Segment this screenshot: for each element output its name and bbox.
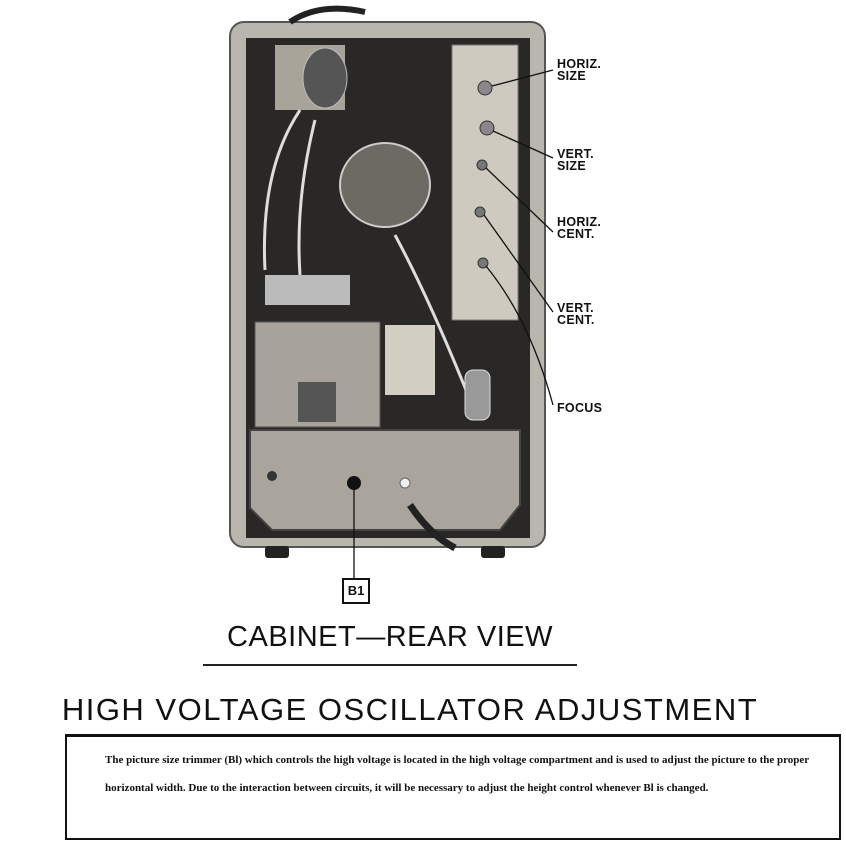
coil: [302, 47, 348, 109]
hv-lead: [407, 503, 457, 552]
callout-line: VERT.: [557, 147, 594, 161]
section-heading: HIGH VOLTAGE OSCILLATOR ADJUSTMENT: [61, 692, 759, 727]
callout-line: SIZE: [557, 69, 586, 83]
callout-line: SIZE: [557, 159, 586, 173]
vert-size-knob: [479, 120, 495, 136]
callout-line: VERT.: [557, 301, 594, 315]
screw: [267, 471, 277, 481]
instruction-text: The picture size trimmer (Bl) which cont…: [105, 754, 809, 794]
vert-cent-knob: [474, 206, 486, 218]
cabinet-rear-photo: [229, 5, 554, 578]
focus-knob: [477, 257, 489, 269]
callout-focus: FOCUS: [557, 401, 603, 415]
hv-compartment-cover: [249, 429, 521, 531]
callout-horiz-size: HORIZ. SIZE: [557, 57, 602, 83]
callout-line: CENT.: [557, 227, 595, 241]
grommet: [399, 477, 411, 489]
callout-vert-cent: VERT. CENT.: [557, 301, 595, 327]
callout-line: CENT.: [557, 313, 595, 327]
callout-line: HORIZ.: [557, 57, 602, 71]
foot-right: [481, 546, 505, 558]
vent-grille: [298, 382, 336, 422]
horiz-size-knob: [477, 80, 493, 96]
instruction-box: The picture size trimmer (Bl) which cont…: [65, 734, 841, 840]
figure-caption: CABINET—REAR VIEW: [227, 621, 553, 653]
b1-label-box: B1: [342, 578, 370, 604]
callout-line: HORIZ.: [557, 215, 602, 229]
b1-trimmer-hole: [347, 476, 361, 490]
horiz-cent-knob: [476, 159, 488, 171]
vacuum-tube: [464, 369, 491, 421]
terminal-strip: [265, 275, 350, 305]
callout-horiz-cent: HORIZ. CENT.: [557, 215, 602, 241]
caption-underline: [203, 664, 577, 666]
callout-line: FOCUS: [557, 401, 603, 415]
leader-lines: [353, 69, 554, 578]
cord-top: [288, 5, 366, 25]
wires: [262, 109, 472, 401]
deflection-yoke: [339, 142, 431, 228]
capacitor: [385, 325, 435, 395]
callout-vert-size: VERT. SIZE: [557, 147, 594, 173]
foot-left: [265, 546, 289, 558]
